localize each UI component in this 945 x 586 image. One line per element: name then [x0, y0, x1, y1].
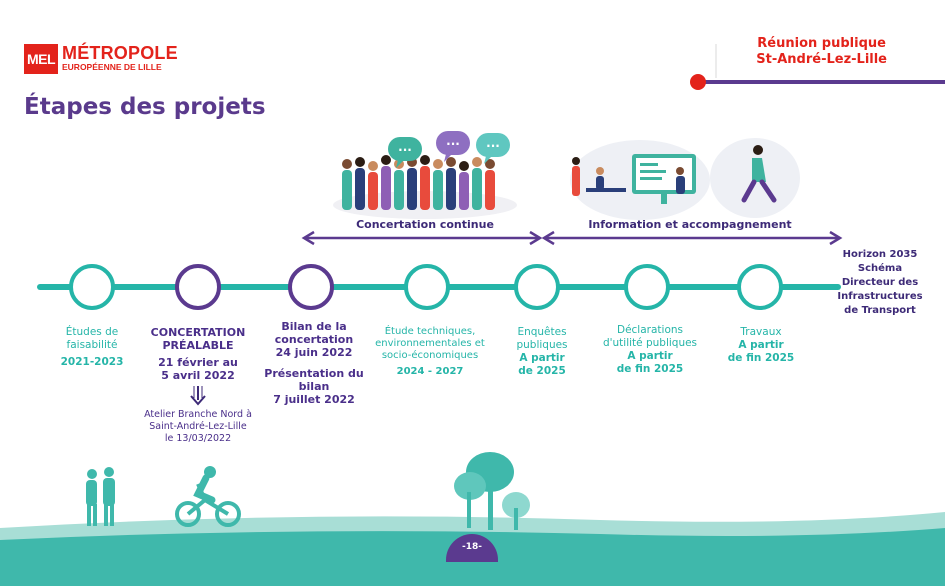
speech-bubble-icon [388, 131, 510, 168]
speech-bubble-dots: ... [398, 140, 412, 154]
phase-arrow-concertation [301, 230, 543, 246]
milestone-4: Étude techniques, environnementales et s… [370, 326, 490, 378]
milestone-text: faisabilité [66, 339, 118, 351]
speech-bubble-dots: ... [446, 134, 460, 148]
milestone-1: Études de faisabilité 2021-2023 [42, 326, 142, 369]
milestone-date: A partir [738, 339, 784, 351]
horizon-line: Directeur des [841, 277, 919, 288]
milestone-circle-6 [624, 264, 670, 310]
milestone-2: CONCERTATION PRÉALABLE 21 février au 5 a… [138, 326, 258, 382]
horizon-line: Infrastructures [837, 291, 923, 302]
milestone-date: de fin 2025 [727, 352, 795, 364]
note-line: Atelier Branche Nord à [144, 409, 252, 420]
walking-person-icon [741, 145, 777, 203]
meeting-line-1: Réunion publique [757, 36, 886, 51]
meeting-line-2: St-André-Lez-Lille [756, 52, 887, 67]
crowd-illustration [333, 155, 517, 219]
milestone-title: PRÉALABLE [162, 339, 234, 352]
horizon-line: de Transport [844, 305, 916, 316]
milestone-extra-date: 7 juillet 2022 [273, 393, 355, 406]
milestone-date: 24 juin 2022 [275, 346, 353, 359]
cyclist-icon [175, 466, 241, 527]
milestone-2-note: Atelier Branche Nord à Saint-André-Lez-L… [128, 409, 268, 445]
milestone-circle-4 [404, 264, 450, 310]
milestone-text: Enquêtes [517, 326, 567, 338]
header-rule-dot [690, 74, 706, 90]
milestone-date: A partir [627, 350, 673, 362]
horizon-2035: Horizon 2035 Schéma Directeur des Infras… [835, 248, 925, 318]
milestone-date: 2021-2023 [60, 356, 124, 368]
milestone-date: A partir [519, 352, 565, 364]
phase-arrow-information [541, 230, 843, 246]
milestone-text: publiques [516, 339, 568, 351]
logo-subtitle: EUROPÉENNE DE LILLE [62, 62, 162, 72]
milestone-date: de 2025 [518, 365, 566, 377]
milestone-circle-2 [175, 264, 221, 310]
milestone-text: environnementales et [375, 338, 485, 349]
speech-bubble-dots: ... [486, 136, 500, 150]
milestone-date: 2024 - 2027 [396, 366, 464, 377]
trees-icon [454, 452, 530, 530]
milestone-extra-title: bilan [298, 380, 330, 393]
page-title: Étapes des projets [24, 94, 266, 120]
milestone-text: socio-économiques [381, 350, 479, 361]
milestone-date: de fin 2025 [616, 363, 684, 375]
milestone-circle-7 [737, 264, 783, 310]
milestone-title: concertation [274, 333, 354, 346]
milestone-text: Déclarations [616, 324, 683, 336]
phase-label-concertation: Concertation continue [356, 218, 494, 231]
note-line: le 13/03/2022 [164, 433, 232, 444]
walkers-silhouette-icon [86, 467, 115, 526]
milestone-title: CONCERTATION [150, 326, 246, 339]
milestone-circle-3 [288, 264, 334, 310]
milestone-3: Bilan de la concertation 24 juin 2022 Pr… [256, 320, 372, 406]
milestone-5: Enquêtes publiques A partir de 2025 [500, 326, 584, 378]
milestone-date: 5 avril 2022 [161, 369, 235, 382]
horizon-line: Horizon 2035 [842, 249, 918, 260]
down-arrow-icon [190, 386, 206, 406]
information-illustration [570, 138, 800, 220]
horizon-line: Schéma [857, 263, 903, 274]
phase-label-information: Information et accompagnement [588, 218, 792, 231]
milestone-text: Études de [65, 326, 119, 338]
milestone-extra-title: Présentation du [264, 367, 364, 380]
milestone-circle-1 [69, 264, 115, 310]
logo-name: MÉTROPOLE [62, 43, 178, 63]
milestone-text: Étude techniques, [384, 326, 476, 337]
milestone-text: d'utilité publiques [602, 337, 698, 349]
meeting-title: Réunion publique St-André-Lez-Lille [756, 36, 887, 68]
milestone-6: Déclarations d'utilité publiques A parti… [594, 324, 706, 376]
note-line: Saint-André-Lez-Lille [149, 421, 247, 432]
milestone-circle-5 [514, 264, 560, 310]
milestone-text: Travaux [740, 326, 782, 338]
milestone-7: Travaux A partir de fin 2025 [716, 326, 806, 365]
milestone-date: 21 février au [158, 356, 238, 369]
milestone-title: Bilan de la [281, 320, 347, 333]
logo-mark: MEL [24, 44, 58, 74]
